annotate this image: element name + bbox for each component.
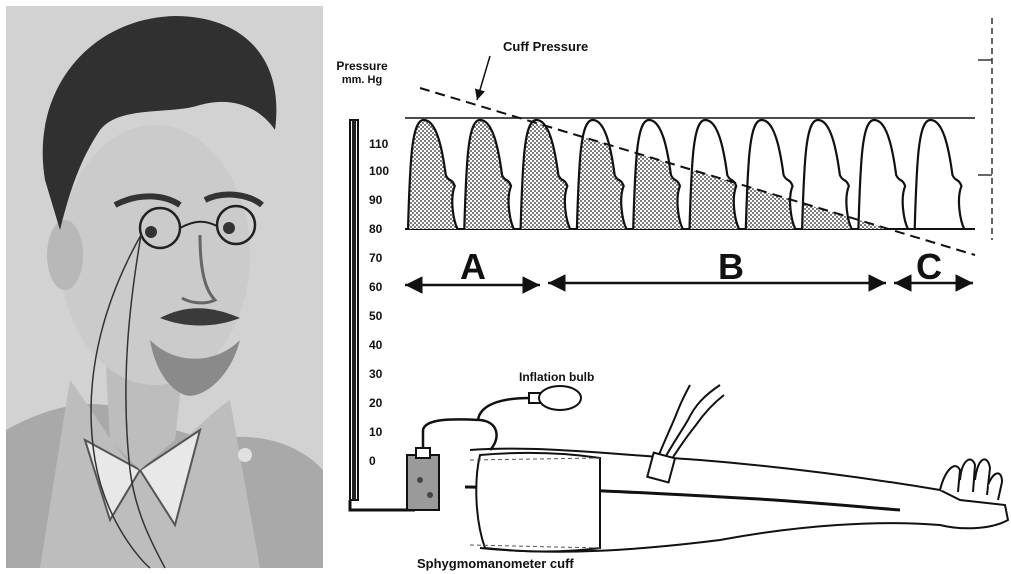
pulse-wave-fill bbox=[408, 120, 458, 229]
pressure-tick-20: 20 bbox=[369, 396, 383, 410]
pulse-wave-fill bbox=[521, 120, 571, 229]
pulse-wave-fill bbox=[633, 120, 683, 229]
pulse-wave-fill bbox=[464, 120, 514, 229]
pressure-tick-labels: 110 100 90 80 70 60 50 40 30 20 10 0 bbox=[369, 137, 389, 468]
pressure-tick-110: 110 bbox=[369, 137, 389, 151]
pressure-tick-90: 90 bbox=[369, 193, 383, 207]
phase-label-a: A bbox=[460, 246, 486, 287]
mercury-manometer bbox=[350, 120, 415, 510]
pressure-tick-40: 40 bbox=[369, 338, 383, 352]
pressure-axis-label-line1: Pressure bbox=[336, 59, 388, 73]
pressure-tick-30: 30 bbox=[369, 367, 383, 381]
pressure-tick-10: 10 bbox=[369, 425, 383, 439]
pulse-wave-fill bbox=[858, 120, 908, 229]
pulse-wave-fill bbox=[577, 120, 627, 229]
pressure-tick-50: 50 bbox=[369, 309, 383, 323]
pulse-waves bbox=[408, 120, 964, 229]
pulse-wave-fill bbox=[746, 120, 796, 229]
pulse-wave-panel bbox=[405, 18, 992, 255]
pulse-wave bbox=[915, 120, 965, 229]
pressure-tick-0: 0 bbox=[369, 454, 376, 468]
mercury-reservoir bbox=[407, 448, 439, 510]
pressure-axis-label-line2: mm. Hg bbox=[342, 74, 382, 86]
pressure-tick-100: 100 bbox=[369, 164, 389, 178]
pulse-wave-fill bbox=[915, 120, 965, 229]
pulse-wave-fill bbox=[802, 120, 852, 229]
cuff-label: Sphygmomanometer cuff bbox=[417, 556, 574, 571]
cuff-pressure-pointer bbox=[477, 56, 490, 100]
pressure-tick-80: 80 bbox=[369, 222, 383, 236]
inflation-bulb bbox=[529, 386, 581, 410]
phase-label-b: B bbox=[718, 246, 744, 287]
portrait-photo bbox=[6, 6, 323, 568]
pressure-tick-60: 60 bbox=[369, 280, 383, 294]
inflation-bulb-label: Inflation bulb bbox=[519, 370, 594, 384]
phase-label-c: C bbox=[916, 246, 942, 287]
pressure-tick-70: 70 bbox=[369, 251, 383, 265]
pulse-wave-fill bbox=[690, 120, 740, 229]
sphygmomanometer-cuff bbox=[470, 453, 600, 552]
cuff-pressure-label: Cuff Pressure bbox=[503, 39, 588, 54]
pulse-wave bbox=[858, 120, 908, 229]
inflation-tubing bbox=[423, 398, 530, 450]
